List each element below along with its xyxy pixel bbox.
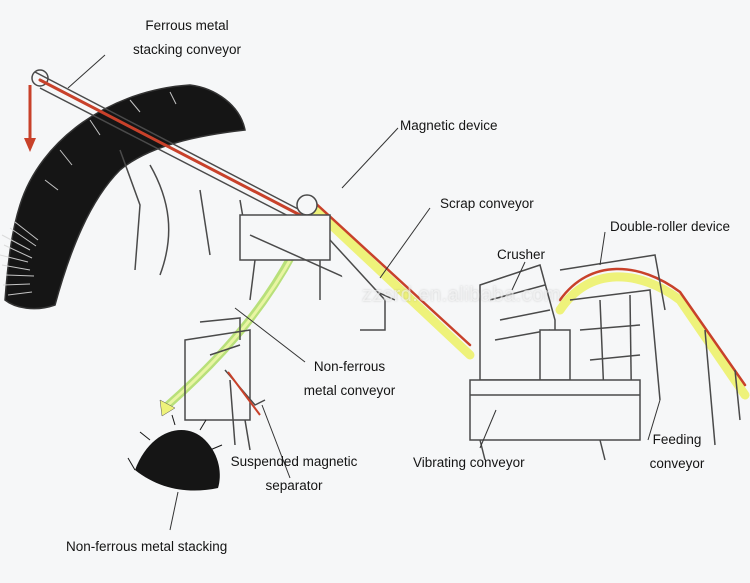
label-crusher: Crusher: [497, 247, 546, 262]
vibrating-conveyor: [469, 379, 641, 461]
label-scrap-conveyor: Scrap conveyor: [440, 196, 534, 211]
label-non-ferrous-conveyor: Non-ferrous metal conveyor: [303, 359, 396, 398]
magnetic-device: [239, 194, 396, 331]
label-suspended-magnetic-separator: Suspended magnetic separator: [230, 454, 358, 493]
label-ferrous-stacking-conveyor: Ferrous metal stacking conveyor: [132, 18, 242, 57]
label-vibrating-conveyor: Vibrating conveyor: [413, 455, 525, 470]
suspended-magnetic-separator: [184, 317, 266, 451]
crusher: [479, 264, 571, 381]
watermark: zzsrd.en.alibaba.com: [362, 284, 561, 306]
material-flow-belts: [38, 78, 750, 409]
label-non-ferrous-stacking: Non-ferrous metal stacking: [66, 539, 228, 554]
ferrous-metal-pile: [0, 84, 246, 310]
non-ferrous-metal-pile: [127, 414, 223, 491]
feeding-conveyor-supports: [704, 329, 741, 446]
label-magnetic-device: Magnetic device: [400, 118, 498, 133]
label-leader-lines: [67, 54, 661, 531]
label-feeding-conveyor: Feeding conveyor: [649, 432, 705, 471]
label-double-roller-device: Double-roller device: [610, 219, 731, 234]
flow-arrows: [24, 85, 176, 417]
